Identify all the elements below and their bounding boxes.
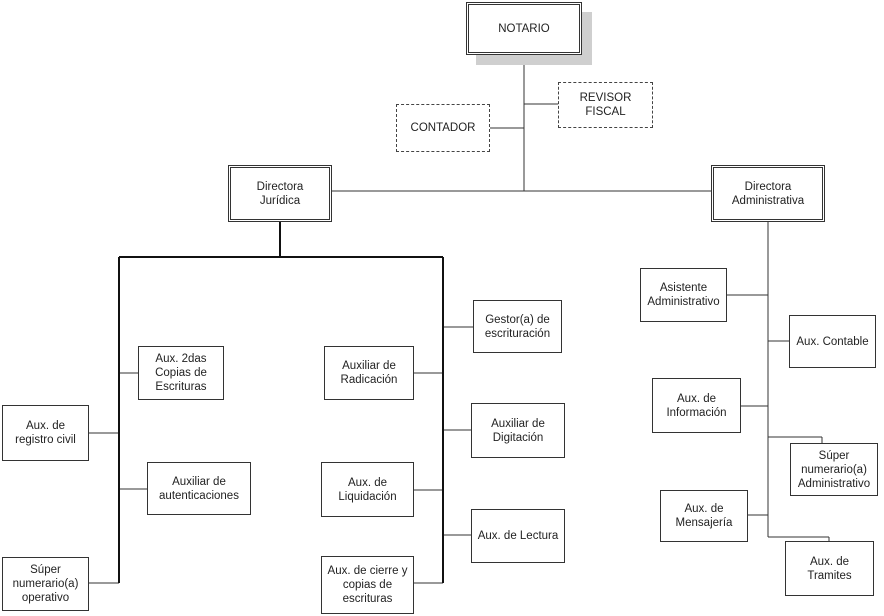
auxiliar-radicacion-box: Auxiliar de Radicación: [324, 346, 414, 400]
aux-registro-civil-box: Aux. de registro civil: [2, 405, 89, 461]
aux-contable-box: Aux. Contable: [789, 315, 876, 368]
revisor-fiscal-box: REVISOR FISCAL: [558, 82, 653, 128]
aux-liquidacion-box: Aux. de Liquidación: [321, 462, 414, 517]
aux-cierre-copias-box: Aux. de cierre y copias de escrituras: [321, 556, 414, 614]
asistente-administrativo-box: Asistente Administrativo: [640, 268, 727, 322]
auxiliar-autenticaciones-box: Auxiliar de autenticaciones: [147, 462, 251, 515]
directora-administrativa-box: Directora Administrativa: [711, 165, 825, 222]
super-numerario-administrativo-box: Súper numerario(a) Administrativo: [790, 443, 878, 496]
aux-mensajeria-box: Aux. de Mensajería: [660, 490, 748, 542]
aux-informacion-box: Aux. de Información: [652, 378, 741, 433]
aux-2das-copias-box: Aux. 2das Copias de Escrituras: [138, 346, 224, 400]
directora-juridica-box: Directora Jurídica: [228, 165, 332, 222]
gestor-escrituracion-box: Gestor(a) de escrituración: [473, 300, 562, 353]
aux-lectura-box: Aux. de Lectura: [471, 509, 565, 563]
super-numerario-operativo-box: Súper numerario(a) operativo: [2, 557, 89, 611]
notario-box: NOTARIO: [466, 2, 582, 55]
contador-box: CONTADOR: [396, 104, 490, 152]
auxiliar-digitacion-box: Auxiliar de Digitación: [471, 403, 565, 458]
aux-tramites-box: Aux. de Tramites: [785, 541, 874, 596]
